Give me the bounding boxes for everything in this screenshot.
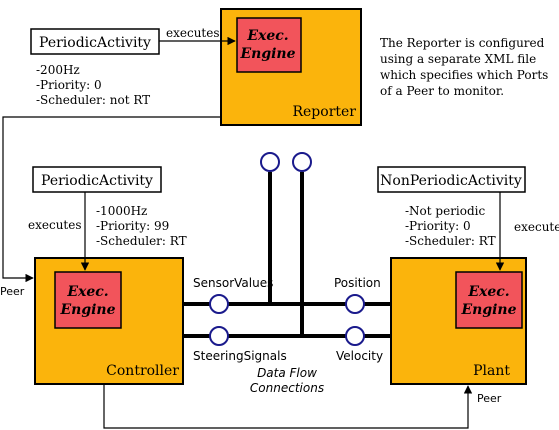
controller-executes-label: executes xyxy=(28,218,82,232)
reporter-peer-connector xyxy=(2,116,221,283)
port-label-velocity: Velocity xyxy=(336,349,383,363)
controller-plant-peer-connector xyxy=(103,384,473,429)
note-line: The Reporter is configured xyxy=(380,36,545,50)
top-executes-label: executes xyxy=(166,26,220,40)
note-line: which specifies which Ports xyxy=(380,68,548,82)
peer-label-bottom: Peer xyxy=(477,392,502,405)
reporter-engine-line1: Exec. xyxy=(246,28,288,44)
plant-activity-box[interactable] xyxy=(377,166,526,193)
controller-port-steering-signals[interactable] xyxy=(209,326,229,346)
peer-label-left: Peer xyxy=(0,285,25,298)
controller-activity-prop: -Scheduler: RT xyxy=(96,234,187,248)
data-flow-caption-line1: Data Flow xyxy=(257,366,317,380)
port-label-steering-signals: SteeringSignals xyxy=(193,349,287,363)
controller-activity-prop: -1000Hz xyxy=(96,204,147,218)
plant-activity-prop: -Priority: 0 xyxy=(405,219,471,233)
plant-exec-engine xyxy=(455,271,523,329)
reporter-engine-line2: Engine xyxy=(239,46,295,62)
plant-engine-line1: Exec. xyxy=(467,284,509,300)
controller-activity-box[interactable] xyxy=(32,166,162,193)
plant-port-velocity[interactable] xyxy=(345,326,365,346)
top-activity-prop: -Scheduler: not RT xyxy=(36,93,150,107)
top-activity-label: PeriodicActivity xyxy=(39,35,151,51)
top-activity-prop: -200Hz xyxy=(36,63,80,77)
controller-name: Controller xyxy=(106,363,179,379)
port-label-sensor-values: SensorValues xyxy=(193,276,273,290)
controller-port-sensor-values[interactable] xyxy=(209,294,229,314)
controller-engine-line2: Engine xyxy=(59,302,115,318)
reporter-exec-engine xyxy=(236,17,302,73)
reporter-port-steering[interactable] xyxy=(292,152,312,172)
controller-activity-label: PeriodicActivity xyxy=(41,173,153,189)
reporter-port-sensor[interactable] xyxy=(260,152,280,172)
note-line: using a separate XML file xyxy=(380,52,536,66)
plant-port-position[interactable] xyxy=(345,294,365,314)
plant-executes-label: executes xyxy=(514,220,559,234)
port-label-position: Position xyxy=(334,276,381,290)
data-flow-caption-line2: Connections xyxy=(250,381,324,395)
plant-activity-prop: -Scheduler: RT xyxy=(405,234,496,248)
plant-name: Plant xyxy=(473,363,510,379)
controller-activity-prop: -Priority: 99 xyxy=(96,219,169,233)
reporter-name: Reporter xyxy=(292,104,356,120)
plant-activity-prop: -Not periodic xyxy=(405,204,486,218)
controller-engine-line1: Exec. xyxy=(66,284,108,300)
plant-activity-label: NonPeriodicActivity xyxy=(380,173,522,189)
plant-engine-line2: Engine xyxy=(460,302,516,318)
top-activity-prop: -Priority: 0 xyxy=(36,78,102,92)
note-line: of a Peer to monitor. xyxy=(380,84,504,98)
controller-exec-engine xyxy=(54,271,122,329)
